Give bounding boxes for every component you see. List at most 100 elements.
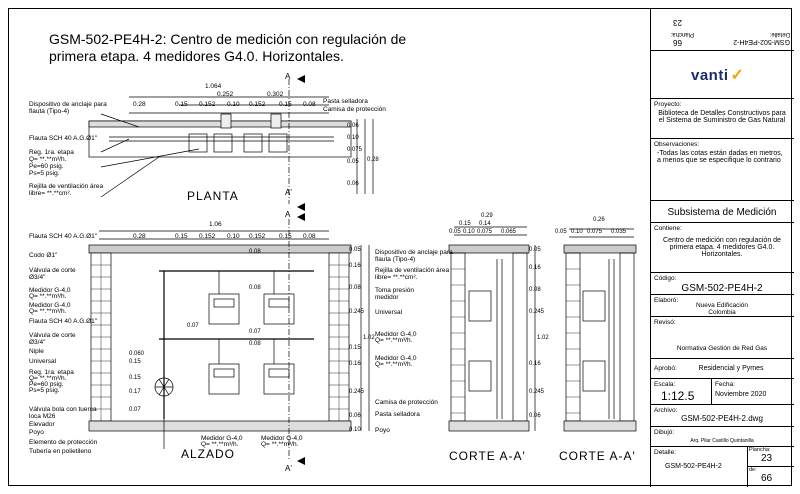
dim: 0.05 (449, 229, 461, 235)
section-mark-a-prime: A' (285, 464, 292, 473)
view-title-planta: PLANTA (187, 189, 239, 203)
dim: 0.15 (175, 233, 188, 240)
right-dim: 0.05 (529, 247, 541, 253)
label-ps: Ps=5 psig. (29, 387, 60, 394)
side-dim: 0.05 (347, 159, 359, 165)
side-dim: 0.10 (347, 135, 359, 141)
label-q: Q= **.**m³/h. (29, 156, 67, 163)
label-poyo: Poyo (375, 427, 390, 434)
right-dim: 0.245 (349, 389, 365, 395)
label-medidor: Medidor G-4,0 (375, 355, 417, 362)
sheet-title: GSM-502-PE4H-2: Centro de medición con r… (49, 31, 407, 64)
tb-dibujo: Dibujó: Arq. Pilar Castillo Quintanilla (651, 427, 794, 447)
label-valvula: Válvula de corte Ø3/4" (29, 267, 76, 281)
right-dim: 0.06 (529, 413, 541, 419)
label-flauta: Flauta SCH 40 A.G.Ø1" (29, 318, 98, 325)
dim: 0.28 (133, 101, 146, 108)
section-mark-a: A (285, 72, 291, 81)
dim: 0.28 (133, 233, 146, 240)
tb-elaboro: Elaboró: Nueva Edificación Colombia (651, 295, 794, 317)
inner-dim: 0.060 (129, 351, 145, 357)
label-medidor: Medidor G-4,0 (261, 435, 303, 442)
right-dim: 0.08 (349, 285, 361, 291)
inner-dim: 0.08 (249, 249, 261, 255)
label-anclaje: Dispositivo de anclaje para flauta (Tipo… (375, 249, 453, 263)
dim: 0.15 (459, 221, 471, 227)
dim: 0.10 (227, 101, 240, 108)
label-valvula: Válvula de corte Ø3/4" (29, 332, 76, 346)
view-title-corte-1: CORTE A-A' (449, 449, 526, 463)
dim: 0.08 (303, 101, 316, 108)
tb-contiene: Contiene: Centro de medición con regulac… (651, 223, 794, 273)
view-title-corte-2: CORTE A-A' (559, 449, 636, 463)
label-medidor: Medidor G-4,0 (375, 331, 417, 338)
tb-proyecto: Proyecto: Biblioteca de Detalles Constru… (651, 99, 794, 139)
technical-drawing (88, 75, 637, 465)
label-q: Q= **.**m³/h. (29, 375, 67, 382)
label-q: Q= **.**m³/h. (201, 441, 239, 448)
right-dim: 0.15 (349, 345, 361, 351)
right-dim: 0.10 (349, 427, 361, 433)
label-medidor: Medidor G-4,0 (201, 435, 243, 442)
label-flauta: Flauta SCH 40 A.G.Ø1" (29, 135, 98, 142)
inner-dim: 0.15 (129, 375, 141, 381)
right-dim: 0.16 (529, 265, 541, 271)
dim: 0.15 (279, 101, 292, 108)
dim: 0.15 (279, 233, 292, 240)
dim: 0.10 (463, 229, 475, 235)
inner-dim: 0.07 (249, 329, 261, 335)
tb-top-plancha: Plancha: (670, 31, 694, 37)
label-elemento: Elemento de protección (29, 439, 98, 446)
right-dim: 0.16 (529, 361, 541, 367)
right-dim: 1.02 (537, 335, 549, 341)
label-q: Q= **.**m³/h. (375, 337, 413, 344)
label-codo: Codo Ø1" (29, 252, 58, 259)
right-dim: 0.245 (349, 309, 365, 315)
dim: 0.075 (477, 229, 493, 235)
right-dim: 0.16 (349, 361, 361, 367)
dim: 0.15 (175, 101, 188, 108)
inner-dim: 0.17 (129, 389, 141, 395)
dim: 0.29 (481, 213, 493, 219)
view-title-alzado: ALZADO (181, 447, 236, 461)
title-block: GSM-502-PE4H-2 Detalle: Plancha: 23 66 v… (650, 9, 794, 487)
right-dim: 0.16 (349, 263, 361, 269)
dim: 0.08 (303, 233, 316, 240)
label-tuberia: Tubería en polietileno (29, 448, 92, 455)
label-pe: Pe=60 psig. (29, 163, 64, 170)
label-rejilla: Rejilla de ventilación área libre= **.**… (29, 183, 104, 197)
label-pasta: Pasta selladora (375, 411, 420, 418)
dim: 0.035 (611, 229, 627, 235)
section-mark-a: A (285, 210, 291, 219)
side-dim: 0.075 (347, 147, 363, 153)
tb-top-num1: 66 (673, 38, 682, 47)
tb-logo-row: vanti✓ (651, 51, 794, 99)
inner-dim: 0.07 (129, 407, 141, 413)
dim: 0.302 (267, 91, 284, 98)
label-q: Q= **.**m³/h. (261, 441, 299, 448)
label-elevador: Elevador (29, 421, 55, 428)
label-medidor: Medidor G-4,0 (29, 287, 71, 294)
inner-dim: 0.08 (249, 341, 261, 347)
right-dim: 0.06 (349, 413, 361, 419)
tb-top-rotated: GSM-502-PE4H-2 Detalle: Plancha: 23 66 (651, 9, 794, 51)
dim: 0.152 (199, 233, 216, 240)
inner-dim: 0.15 (129, 359, 141, 365)
right-dim: 0.05 (349, 247, 361, 253)
tb-observaciones: Observaciones: -Todas las cotas están da… (651, 139, 794, 201)
dim: 0.14 (479, 221, 491, 227)
label-ps: Ps=5 psig. (29, 170, 60, 177)
label-universal: Universal (29, 358, 57, 365)
label-camisa: Camisa de protección (323, 106, 386, 113)
label-rejilla: Rejilla de ventilación área libre= **.**… (375, 267, 450, 281)
tb-codigo: Código: GSM-502-PE4H-2 (651, 273, 794, 295)
label-medidor: Medidor G-4,0 (29, 302, 71, 309)
dim: 0.065 (501, 229, 517, 235)
tb-detalle: Detalle: GSM-502-PE4H-2 Plancha: 23 de: … (651, 447, 794, 487)
label-pasta: Pasta selladora (323, 98, 368, 105)
label-flauta: Flauta SCH 40 A.G.Ø1" (29, 233, 98, 240)
drawing-area: GSM-502-PE4H-2: Centro de medición con r… (9, 9, 649, 487)
side-dim: 0.06 (347, 181, 359, 187)
right-dim: 1.02 (363, 335, 375, 341)
side-dim: 0.06 (347, 123, 359, 129)
